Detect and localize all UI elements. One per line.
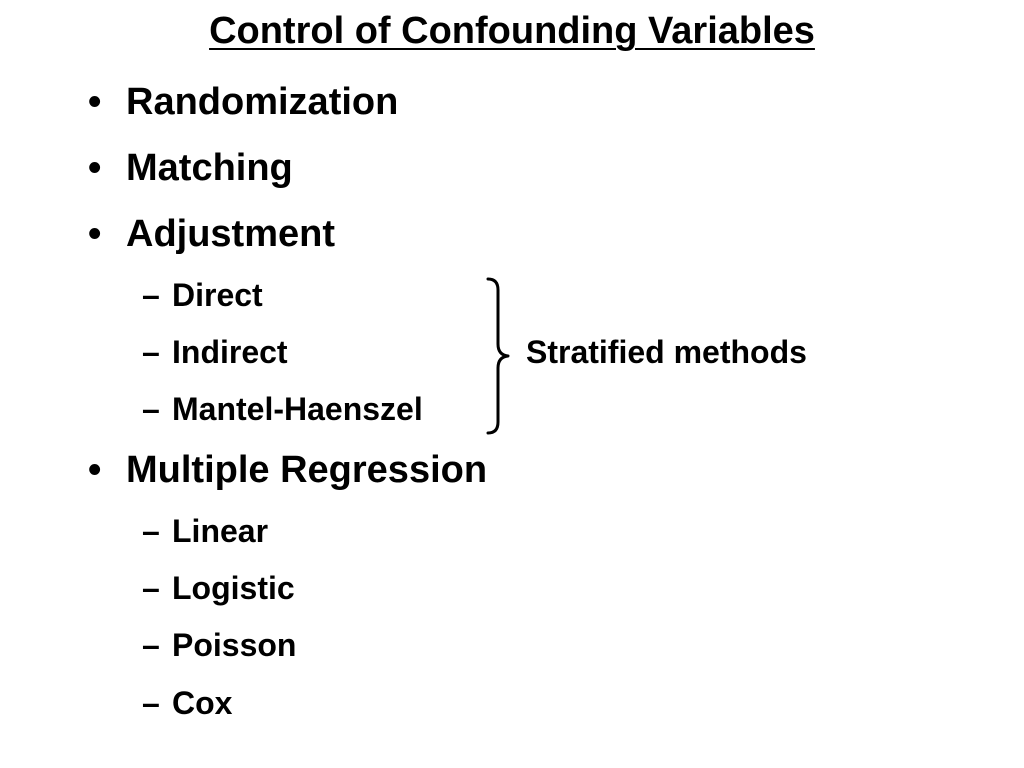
bullet-item-randomization: • Randomization: [88, 80, 398, 124]
bullet-item-matching: • Matching: [88, 146, 293, 190]
sub-item-label: Direct: [172, 277, 263, 313]
bullet-marker: •: [88, 449, 102, 491]
sub-item-label: Linear: [172, 513, 269, 549]
dash-marker: –: [142, 685, 160, 721]
bullet-label: Matching: [126, 147, 293, 189]
bullet-marker: •: [88, 81, 102, 123]
sub-item-mantel-haenszel: –Mantel-Haenszel: [142, 390, 423, 428]
bullet-label: Randomization: [126, 81, 399, 123]
sub-item-logistic: –Logistic: [142, 569, 295, 607]
bullet-label: Adjustment: [126, 213, 335, 255]
sub-item-label: Cox: [172, 685, 233, 721]
dash-marker: –: [142, 570, 160, 606]
sub-item-poisson: –Poisson: [142, 626, 296, 664]
dash-marker: –: [142, 334, 160, 370]
sub-item-label: Mantel-Haenszel: [172, 391, 423, 427]
dash-marker: –: [142, 277, 160, 313]
sub-item-direct: –Direct: [142, 276, 263, 314]
dash-marker: –: [142, 513, 160, 549]
bullet-marker: •: [88, 147, 102, 189]
bullet-item-adjustment: • Adjustment: [88, 212, 335, 256]
curly-brace-icon: [486, 277, 510, 435]
sub-item-label: Logistic: [172, 570, 295, 606]
sub-item-indirect: –Indirect: [142, 333, 288, 371]
bullet-marker: •: [88, 213, 102, 255]
bullet-label: Multiple Regression: [126, 449, 488, 491]
bullet-item-multiple-regression: • Multiple Regression: [88, 448, 487, 492]
dash-marker: –: [142, 627, 160, 663]
sub-item-linear: –Linear: [142, 512, 268, 550]
dash-marker: –: [142, 391, 160, 427]
sub-item-label: Poisson: [172, 627, 297, 663]
stratified-methods-label: Stratified methods: [526, 334, 807, 370]
sub-item-label: Indirect: [172, 334, 288, 370]
slide-title: Control of Confounding Variables: [209, 10, 815, 52]
sub-item-cox: –Cox: [142, 684, 232, 722]
